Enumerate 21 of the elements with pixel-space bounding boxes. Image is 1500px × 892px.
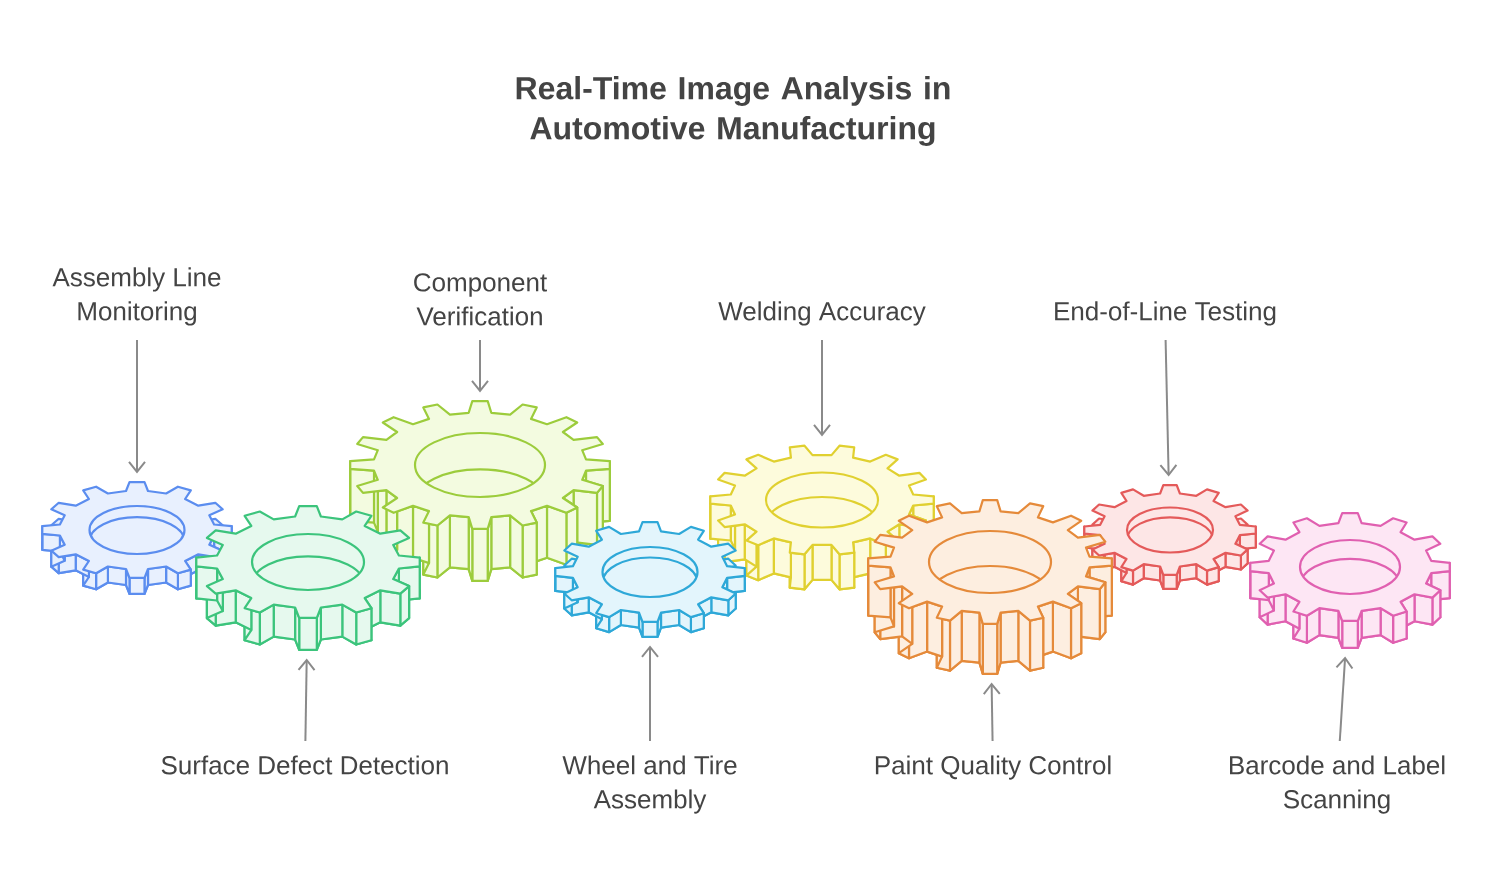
gear-drawing [867, 499, 1113, 675]
arrow [1335, 656, 1354, 743]
gear-drawing [195, 505, 421, 651]
gear-drawing [554, 521, 746, 638]
step-label: Component Verification [414, 273, 547, 326]
arrow [982, 682, 1001, 742]
step-label: Welding Accuracy [718, 301, 926, 326]
step-label: Assembly Line Monitoring [52, 267, 221, 326]
arrow [641, 645, 659, 742]
arrow [128, 339, 146, 474]
step-label: End-of-Line Testing [1055, 301, 1276, 326]
step-label: Barcode and Label Scanning [1230, 755, 1445, 814]
step-label: Surface Defect Detection [161, 755, 448, 775]
arrow [813, 339, 831, 437]
arrow [471, 339, 489, 393]
arrow [1159, 339, 1178, 477]
step-label: Wheel and Tire Assembly [562, 755, 737, 814]
gear-drawing [1249, 512, 1451, 649]
title: Real-Time Image Analysis in Automotive Manufacturing [516, 76, 950, 146]
step-label: Paint Quality Control [875, 755, 1111, 780]
arrow [297, 658, 316, 742]
